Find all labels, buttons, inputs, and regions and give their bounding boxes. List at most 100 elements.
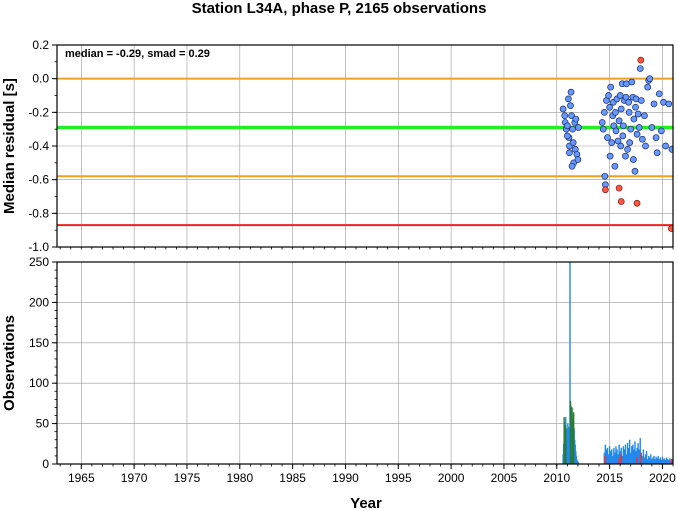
bottom-panel-frame bbox=[56, 261, 674, 465]
x-tick-label: 1965 bbox=[68, 471, 95, 485]
top-y-tick-label: 0.0 bbox=[32, 72, 49, 86]
residual-point bbox=[626, 139, 634, 146]
main-observation-bar bbox=[655, 456, 657, 464]
main-observation-bar bbox=[628, 439, 631, 464]
main-observation-bar bbox=[618, 444, 620, 464]
residual-point bbox=[598, 119, 606, 126]
residual-point bbox=[642, 142, 649, 150]
outlier-observation-bar bbox=[636, 456, 638, 464]
residual-point bbox=[637, 97, 645, 104]
top-points-group bbox=[559, 56, 673, 232]
residual-point bbox=[612, 108, 619, 116]
residual-point bbox=[608, 139, 616, 146]
bottom-y-tick-label: 100 bbox=[29, 376, 49, 390]
residual-point bbox=[628, 78, 636, 86]
median-smad-annotation: median = -0.29, smad = 0.29 bbox=[65, 48, 210, 60]
residual-point bbox=[565, 95, 572, 103]
residual-point bbox=[652, 134, 660, 141]
outlier-observation-bar bbox=[604, 455, 607, 464]
residual-point bbox=[569, 125, 576, 133]
residual-point bbox=[559, 105, 567, 113]
outlier-point bbox=[602, 186, 609, 194]
main-observation-bar bbox=[662, 459, 665, 464]
top-y-tick-label: -0.8 bbox=[28, 206, 49, 220]
main-observation-bar bbox=[651, 459, 653, 464]
main-observation-bar bbox=[643, 457, 646, 464]
x-tick-label: 1985 bbox=[279, 471, 306, 485]
main-observation-bar bbox=[613, 447, 615, 464]
main-observation-bar bbox=[632, 444, 634, 464]
outlier-point bbox=[633, 199, 641, 207]
residual-point bbox=[631, 167, 639, 175]
residual-point bbox=[662, 142, 669, 150]
main-observation-bar bbox=[638, 449, 640, 464]
residual-point bbox=[604, 134, 611, 141]
residual-point bbox=[636, 65, 644, 72]
outlier-point bbox=[668, 225, 673, 232]
x-tick-label: 1975 bbox=[174, 471, 201, 485]
residual-point bbox=[627, 125, 635, 133]
main-observation-bar bbox=[611, 449, 613, 464]
residual-point bbox=[644, 83, 651, 91]
main-observation-bar bbox=[616, 449, 618, 464]
bottom-y-tick-label: 50 bbox=[36, 417, 50, 431]
x-tick-label: 2005 bbox=[491, 471, 518, 485]
residual-point bbox=[575, 124, 582, 131]
residual-point bbox=[611, 162, 619, 170]
residual-point bbox=[625, 108, 633, 116]
residual-point bbox=[599, 125, 607, 133]
bottom-panel-ylabel: Observations bbox=[1, 315, 18, 411]
secondary-observation-bar bbox=[563, 417, 565, 464]
main-observation-bar bbox=[650, 454, 652, 464]
residual-point bbox=[632, 103, 639, 111]
main-observation-bar bbox=[647, 455, 650, 464]
main-observation-bar bbox=[660, 459, 663, 464]
main-observation-bar bbox=[667, 459, 669, 464]
main-observation-bar bbox=[664, 459, 667, 464]
bottom-panel-xlabel: Year bbox=[350, 495, 382, 511]
x-tick-label: 1990 bbox=[332, 471, 359, 485]
residual-point bbox=[625, 98, 632, 106]
residual-point bbox=[650, 100, 658, 108]
residual-point bbox=[566, 149, 573, 157]
residual-point bbox=[605, 92, 612, 99]
main-observation-bar bbox=[634, 441, 636, 464]
top-y-tick-label: 0.2 bbox=[32, 38, 49, 52]
bottom-y-tick-label: 200 bbox=[29, 295, 49, 309]
main-observation-bar bbox=[658, 459, 660, 464]
main-observation-bar bbox=[622, 446, 625, 464]
residual-point bbox=[630, 156, 637, 163]
residual-point bbox=[630, 115, 638, 123]
main-observation-bar bbox=[617, 454, 619, 464]
outlier-point bbox=[615, 184, 623, 192]
main-observation-bar bbox=[624, 444, 627, 464]
residual-point bbox=[624, 146, 631, 153]
outlier-observation-bar bbox=[618, 457, 620, 464]
main-observation-bar bbox=[615, 446, 617, 464]
outlier-observation-bar bbox=[620, 454, 622, 464]
main-observation-bar bbox=[612, 455, 614, 464]
residual-point bbox=[619, 122, 627, 130]
residual-point bbox=[568, 162, 576, 170]
main-observation-bar bbox=[661, 456, 664, 464]
main-observation-bar bbox=[636, 447, 638, 464]
main-observation-bar bbox=[642, 449, 645, 464]
residual-point bbox=[607, 83, 615, 91]
residual-point bbox=[606, 152, 614, 160]
x-tick-label: 2000 bbox=[438, 471, 465, 485]
x-tick-label: 1970 bbox=[121, 471, 148, 485]
main-observation-bar bbox=[619, 451, 621, 464]
x-tick-label: 2010 bbox=[543, 471, 570, 485]
residual-point bbox=[615, 117, 623, 125]
outlier-point bbox=[617, 198, 625, 205]
main-observation-bar bbox=[649, 457, 651, 464]
main-observation-bar bbox=[626, 442, 629, 464]
main-observation-bar bbox=[659, 457, 662, 464]
residual-point bbox=[606, 103, 613, 111]
residual-point bbox=[617, 105, 625, 113]
bottom-y-tick-label: 150 bbox=[29, 336, 49, 350]
secondary-observation-bar bbox=[571, 407, 573, 464]
residual-point bbox=[665, 100, 673, 108]
main-observation-bar bbox=[631, 446, 633, 464]
main-observation-bar bbox=[644, 454, 647, 464]
